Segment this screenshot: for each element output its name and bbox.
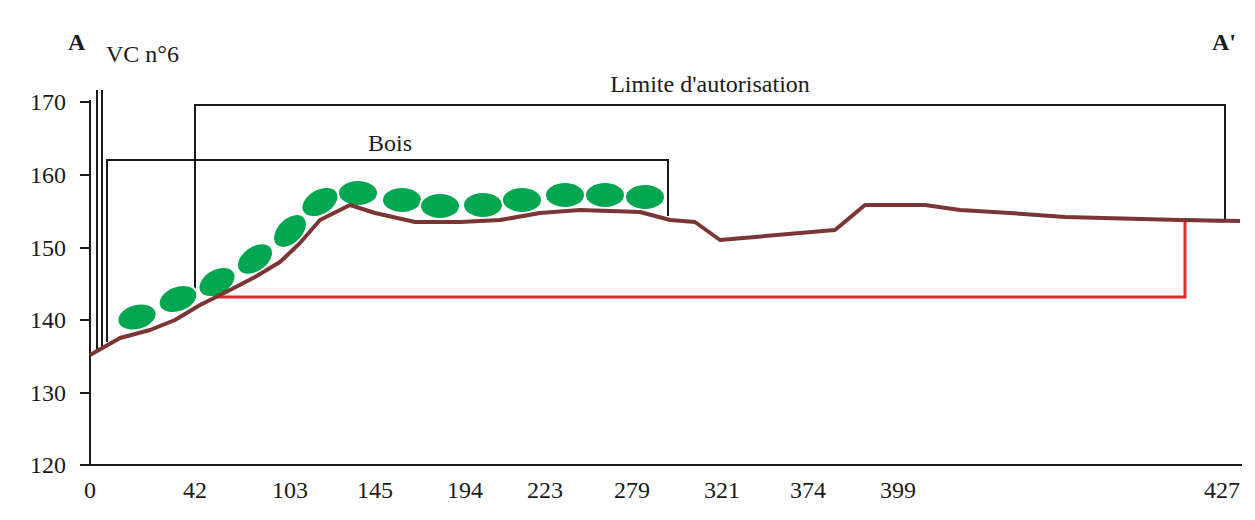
axis-tick-label: 170 — [30, 90, 66, 114]
axis-tick-label: 279 — [614, 478, 650, 502]
trees — [114, 180, 665, 335]
axis-tick-label: 130 — [30, 381, 66, 405]
axis-tick-label: 145 — [357, 478, 393, 502]
axis-tick-label: 150 — [30, 236, 66, 260]
axis-tick-label: 0 — [84, 478, 96, 502]
excavation-line — [212, 220, 1185, 297]
terrain-profile — [90, 205, 1240, 355]
authorisation-bracket — [195, 105, 1225, 292]
axis-tick-label: 194 — [447, 478, 483, 502]
section-end-label: A' — [1212, 30, 1236, 54]
axis-tick-label: 120 — [30, 453, 66, 477]
road-label: VC n°6 — [106, 42, 179, 66]
bracket-label: Limite d'autorisation — [610, 72, 810, 96]
bracket-label: Bois — [368, 131, 412, 155]
axis-tick-label: 427 — [1204, 478, 1240, 502]
axis-tick-label: 160 — [30, 163, 66, 187]
wood-bracket — [107, 160, 668, 342]
axis-tick-label: 42 — [183, 478, 207, 502]
axis-tick-label: 321 — [704, 478, 740, 502]
axis-tick-label: 103 — [272, 478, 308, 502]
axis-tick-label: 140 — [30, 308, 66, 332]
road-lines — [97, 90, 102, 352]
section-end-label: A — [68, 30, 85, 54]
axis-tick-label: 399 — [880, 478, 916, 502]
axis-tick-label: 223 — [527, 478, 563, 502]
axes — [80, 100, 1242, 466]
axis-tick-label: 374 — [790, 478, 826, 502]
